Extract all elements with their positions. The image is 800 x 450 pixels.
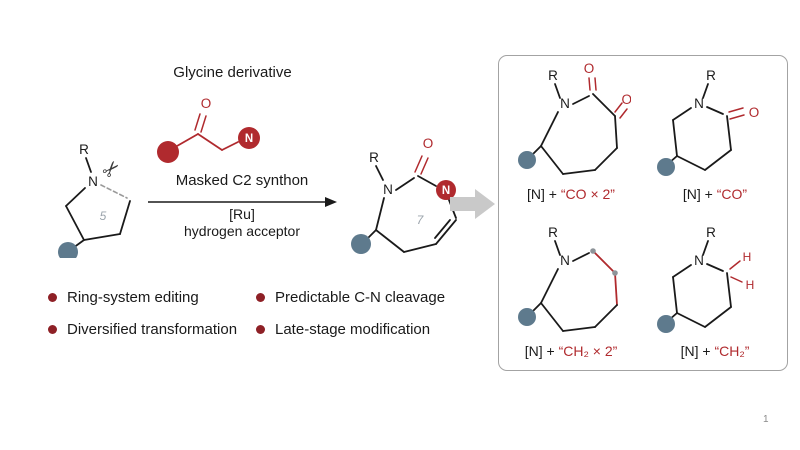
products-panel: R N O O [N] + “CO × 2”: [498, 55, 788, 371]
ring-size-5: 5: [100, 209, 107, 223]
atom-o: O: [423, 136, 434, 151]
substituent-ball: [351, 234, 371, 254]
label-fragment: “CH₂”: [714, 343, 750, 359]
bullet-item: Late-stage modification: [256, 320, 445, 339]
product-label-co: [N] + “CO”: [683, 186, 747, 202]
bond-r-n: [554, 83, 561, 99]
product-label-ch2x2: [N] + “CH₂ × 2”: [525, 343, 618, 359]
structure-pyrrolidine-reactant: R N 5: [58, 142, 131, 258]
inserted-bond: [592, 250, 616, 274]
structure-co-ring: R N O: [657, 68, 760, 176]
bond-r-n: [554, 240, 561, 256]
atom-r: R: [548, 68, 558, 83]
bullet-icon: [256, 293, 265, 302]
substituent-ball: [518, 151, 536, 169]
hydrogen-acceptor-label: hydrogen acceptor: [184, 223, 300, 239]
inserted-carbon-dot: [590, 248, 596, 254]
bullet-item: Predictable C-N cleavage: [256, 288, 445, 307]
bond-c-h: [730, 276, 743, 283]
atom-o: O: [621, 92, 631, 107]
bond-c-h: [729, 260, 741, 270]
ring-bonds: [540, 250, 618, 332]
label-prefix: [N] +: [524, 343, 559, 359]
bond-r-n: [702, 83, 709, 99]
masked-nitrogen-ball: [436, 180, 456, 200]
structure-co2-ring: R N O O: [518, 62, 631, 175]
product-label-ch2: [N] + “CH₂”: [681, 343, 750, 359]
panel-cell-co2: R N O O [N] + “CO × 2”: [499, 56, 643, 213]
atom-n: N: [694, 96, 704, 111]
bond-r-n: [375, 165, 384, 181]
atom-n: N: [245, 133, 253, 145]
label-fragment: “CO × 2”: [560, 186, 615, 202]
label-prefix: [N] +: [680, 343, 715, 359]
glycine-derivative-label: Glycine derivative: [173, 64, 292, 81]
bullet-list-left: Ring-system editing Diversified transfor…: [48, 288, 237, 352]
ring-bonds: [672, 263, 732, 328]
atom-o: O: [584, 62, 595, 76]
atom-h: H: [743, 250, 752, 264]
bullet-text: Late-stage modification: [275, 321, 431, 338]
bullet-text: Ring-system editing: [67, 289, 199, 306]
ring-bonds: [65, 184, 131, 241]
bullet-icon: [256, 325, 265, 334]
masked-synthon-label: Masked C2 synthon: [175, 172, 309, 189]
label-fragment: “CO”: [716, 186, 748, 202]
label-prefix: [N] +: [527, 186, 561, 202]
atom-o: O: [749, 105, 760, 120]
atom-r: R: [79, 142, 89, 157]
structure-glycine-synthon: O N: [157, 96, 260, 163]
atom-n: N: [88, 174, 98, 189]
atom-n: N: [442, 185, 450, 197]
masked-nitrogen-ball: [238, 127, 260, 149]
ring-bonds: [672, 106, 745, 171]
substituent-ball: [657, 315, 675, 333]
atom-n: N: [383, 182, 393, 197]
catalyst-label: [Ru]: [229, 206, 255, 222]
atom-n: N: [560, 96, 570, 111]
substituent-ball: [58, 242, 78, 258]
structure-ch2-ring: R N H H: [657, 225, 755, 333]
synthon-bonds: [176, 113, 239, 151]
bullet-list-right: Predictable C-N cleavage Late-stage modi…: [256, 288, 445, 352]
atom-r: R: [706, 68, 716, 83]
panel-cell-ch2: R N H H [N] + “CH₂”: [643, 213, 787, 370]
atom-n: N: [560, 253, 570, 268]
ring-bonds: [540, 77, 628, 175]
reaction-arrow: [148, 197, 337, 207]
label-prefix: [N] +: [682, 186, 717, 202]
product-label-co2: [N] + “CO × 2”: [527, 186, 615, 202]
bullet-text: Predictable C-N cleavage: [275, 289, 446, 306]
substituent-ball: [518, 308, 536, 326]
structure-ch2x2-ring: R N: [518, 225, 618, 332]
block-arrow-icon: [450, 189, 495, 219]
substituent-ball: [657, 158, 675, 176]
ring-bonds: [375, 155, 457, 253]
masked-carbon-ball: [157, 141, 179, 163]
bullet-icon: [48, 325, 57, 334]
atom-r: R: [369, 150, 379, 165]
inserted-bond: [614, 272, 618, 306]
label-fragment: “CH₂ × 2”: [558, 343, 618, 359]
bullet-item: Diversified transformation: [48, 320, 237, 339]
atom-h: H: [746, 278, 755, 292]
cleaved-c-n-bond: [100, 184, 128, 199]
ring-size-7: 7: [417, 213, 425, 227]
bullet-item: Ring-system editing: [48, 288, 237, 307]
panel-cell-co: R N O [N] + “CO”: [643, 56, 787, 213]
atom-n: N: [694, 253, 704, 268]
atom-r: R: [548, 225, 558, 240]
page-number: 1: [763, 414, 769, 425]
bond-r-n: [702, 240, 709, 256]
inserted-carbon-dot: [612, 270, 618, 276]
atom-o: O: [201, 96, 212, 111]
bullet-icon: [48, 293, 57, 302]
bullet-text: Diversified transformation: [67, 321, 238, 338]
bond-r-n: [85, 157, 92, 173]
atom-r: R: [706, 225, 716, 240]
panel-cell-ch2x2: R N [N] + “CH₂ × 2”: [499, 213, 643, 370]
